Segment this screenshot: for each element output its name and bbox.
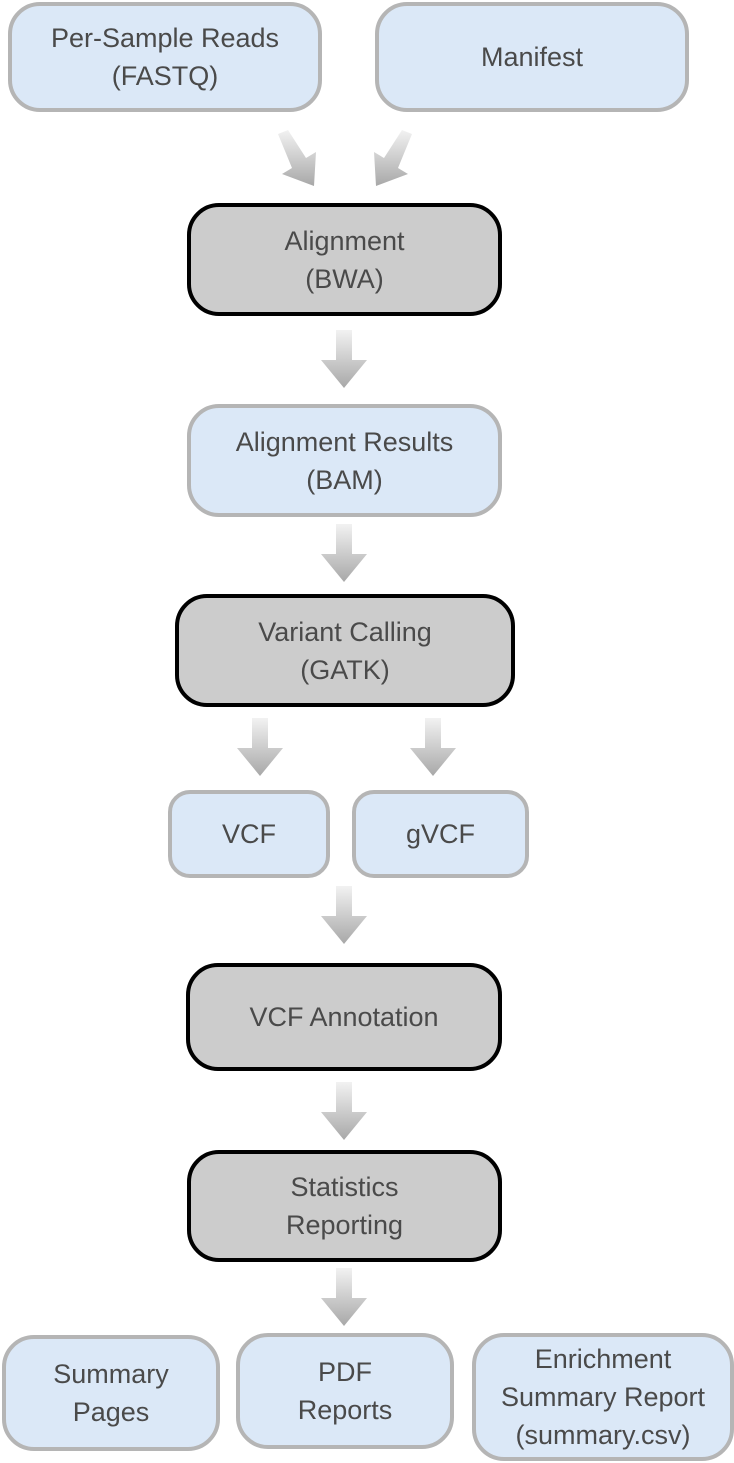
node-label-line: (FASTQ) xyxy=(111,61,219,91)
arrow-down-icon xyxy=(321,1268,367,1326)
node-label-line: Alignment Results xyxy=(235,426,454,457)
node-summary-pages: Summary Pages xyxy=(2,1335,220,1451)
arrow-down-right-icon xyxy=(278,130,316,186)
node-label-line: Statistics xyxy=(290,1172,399,1202)
arrow-down-icon xyxy=(237,718,283,776)
arrow-down-icon xyxy=(410,718,456,776)
node-variant-calling: Variant Calling (GATK) xyxy=(175,594,515,707)
node-label-line: Reporting xyxy=(285,1210,404,1240)
node-label-line: Variant Calling xyxy=(258,616,432,647)
arrow-down-icon xyxy=(321,330,367,388)
node-label-line: Enrichment xyxy=(534,1344,672,1374)
node-alignment: Alignment (BWA) xyxy=(187,203,502,316)
node-label-line: (BAM) xyxy=(306,464,383,495)
node-label-line: Reports xyxy=(297,1395,393,1425)
node-label-line: VCF Annotation xyxy=(249,1002,439,1032)
node-label-line: Manifest xyxy=(480,42,584,72)
node-label-line: VCF xyxy=(222,819,276,849)
arrow-down-left-icon xyxy=(374,130,412,186)
node-label-line: Pages xyxy=(72,1397,150,1427)
node-pdf-reports: PDF Reports xyxy=(236,1333,454,1449)
node-vcf-annotation: VCF Annotation xyxy=(186,963,502,1071)
node-label-line: Per-Sample Reads xyxy=(50,23,280,53)
node-label-line: Alignment xyxy=(284,225,405,256)
node-per-sample-reads: Per-Sample Reads (FASTQ) xyxy=(8,2,322,112)
node-label-line: Summary Report xyxy=(500,1382,706,1412)
arrow-down-icon xyxy=(321,886,367,944)
node-statistics-reporting: Statistics Reporting xyxy=(187,1150,502,1262)
node-gvcf: gVCF xyxy=(352,790,529,878)
node-label-line: (summary.csv) xyxy=(515,1420,691,1450)
node-label-line: (BWA) xyxy=(305,263,384,294)
node-enrichment-summary-report: Enrichment Summary Report (summary.csv) xyxy=(472,1333,734,1461)
node-label-line: (GATK) xyxy=(300,654,390,685)
node-label-line: PDF xyxy=(318,1357,372,1387)
arrow-down-icon xyxy=(321,524,367,582)
node-label-line: Summary xyxy=(53,1359,169,1389)
node-vcf: VCF xyxy=(168,790,330,878)
node-alignment-results: Alignment Results (BAM) xyxy=(187,404,502,517)
node-manifest: Manifest xyxy=(375,2,689,112)
arrow-down-icon xyxy=(321,1082,367,1140)
node-label-line: gVCF xyxy=(405,819,476,849)
